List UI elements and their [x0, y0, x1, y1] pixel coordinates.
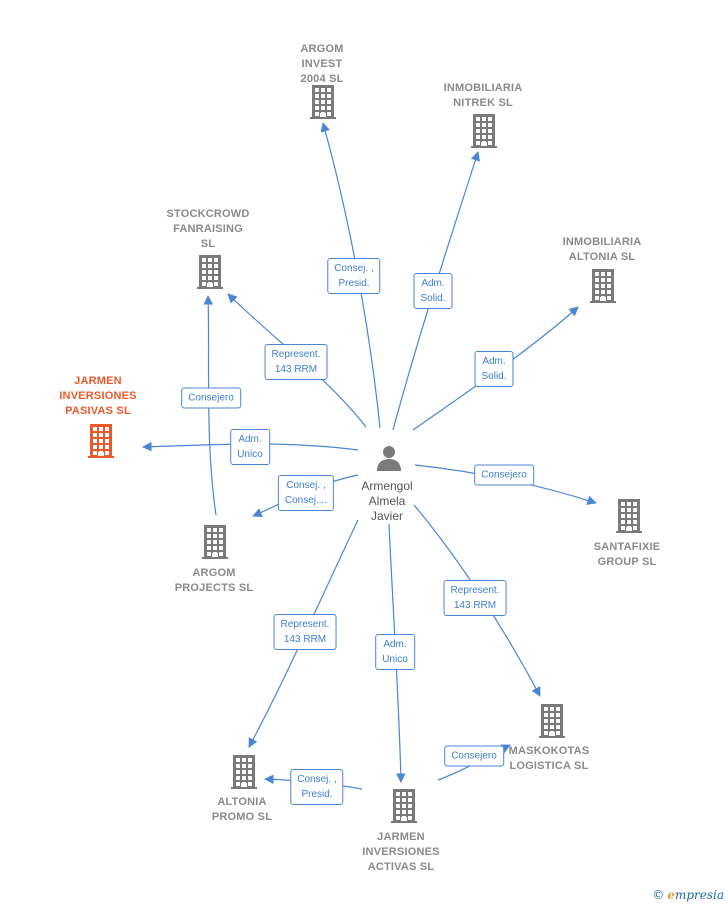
relation-label: Represent. 143 RRM [264, 344, 328, 380]
building-icon[interactable] [310, 85, 336, 124]
building-icon[interactable] [616, 499, 642, 538]
building-icon[interactable] [391, 789, 417, 828]
relation-label: Represent. 143 RRM [443, 580, 507, 616]
company-label-jarmen-activas[interactable]: JARMEN INVERSIONES ACTIVAS SL [362, 831, 440, 873]
relation-label: Consej. , Presid. [327, 258, 381, 294]
company-label-santafixie[interactable]: SANTAFIXIE GROUP SL [593, 541, 661, 568]
building-icon[interactable] [88, 424, 114, 463]
building-icon[interactable] [197, 255, 223, 294]
company-label-inmobiliaria-nitrek[interactable]: INMOBILIARIA NITREK SL [443, 82, 523, 109]
relation-label: Represent. 143 RRM [273, 614, 337, 650]
relation-label: Consejero [474, 464, 534, 486]
copyright-symbol: © [652, 888, 665, 902]
company-label-inmobiliaria-altonia[interactable]: INMOBILIARIA ALTONIA SL [562, 236, 642, 263]
building-icon[interactable] [231, 755, 257, 794]
company-label-maskokotas[interactable]: MASKOKOTAS LOGISTICA SL [508, 745, 590, 772]
relation-label: Adm. Unico [375, 634, 415, 670]
relation-label: Adm. Solid. [413, 273, 453, 309]
relation-label: Consejero [181, 387, 241, 409]
brand-name: mpresia [674, 888, 724, 902]
relation-label: Consej. , Consej.... [277, 475, 335, 511]
company-label-stockcrowd[interactable]: STOCKCROWD FANRAISING SL [166, 208, 250, 250]
building-icon[interactable] [539, 704, 565, 743]
relation-label: Consej. , Presid. [290, 769, 344, 805]
company-label-argom-invest[interactable]: ARGOM INVEST 2004 SL [300, 43, 344, 85]
relation-label: Consejero [444, 745, 504, 767]
person-name[interactable]: Armengol Almela Javier [361, 479, 413, 523]
relation-label: Adm. Unico [230, 429, 270, 465]
brand-initial: e [667, 888, 675, 902]
building-icon[interactable] [202, 525, 228, 564]
company-label-jarmen-pasivas[interactable]: JARMEN INVERSIONES PASIVAS SL [59, 375, 137, 417]
company-label-altonia-promo[interactable]: ALTONIA PROMO SL [211, 796, 273, 823]
empresia-copyright: ©empresia [652, 888, 724, 902]
relation-label: Adm. Solid. [474, 351, 514, 387]
building-icon[interactable] [590, 269, 616, 308]
company-label-argom-projects[interactable]: ARGOM PROJECTS SL [174, 567, 254, 594]
person-icon[interactable] [375, 444, 403, 477]
building-icon[interactable] [471, 114, 497, 153]
